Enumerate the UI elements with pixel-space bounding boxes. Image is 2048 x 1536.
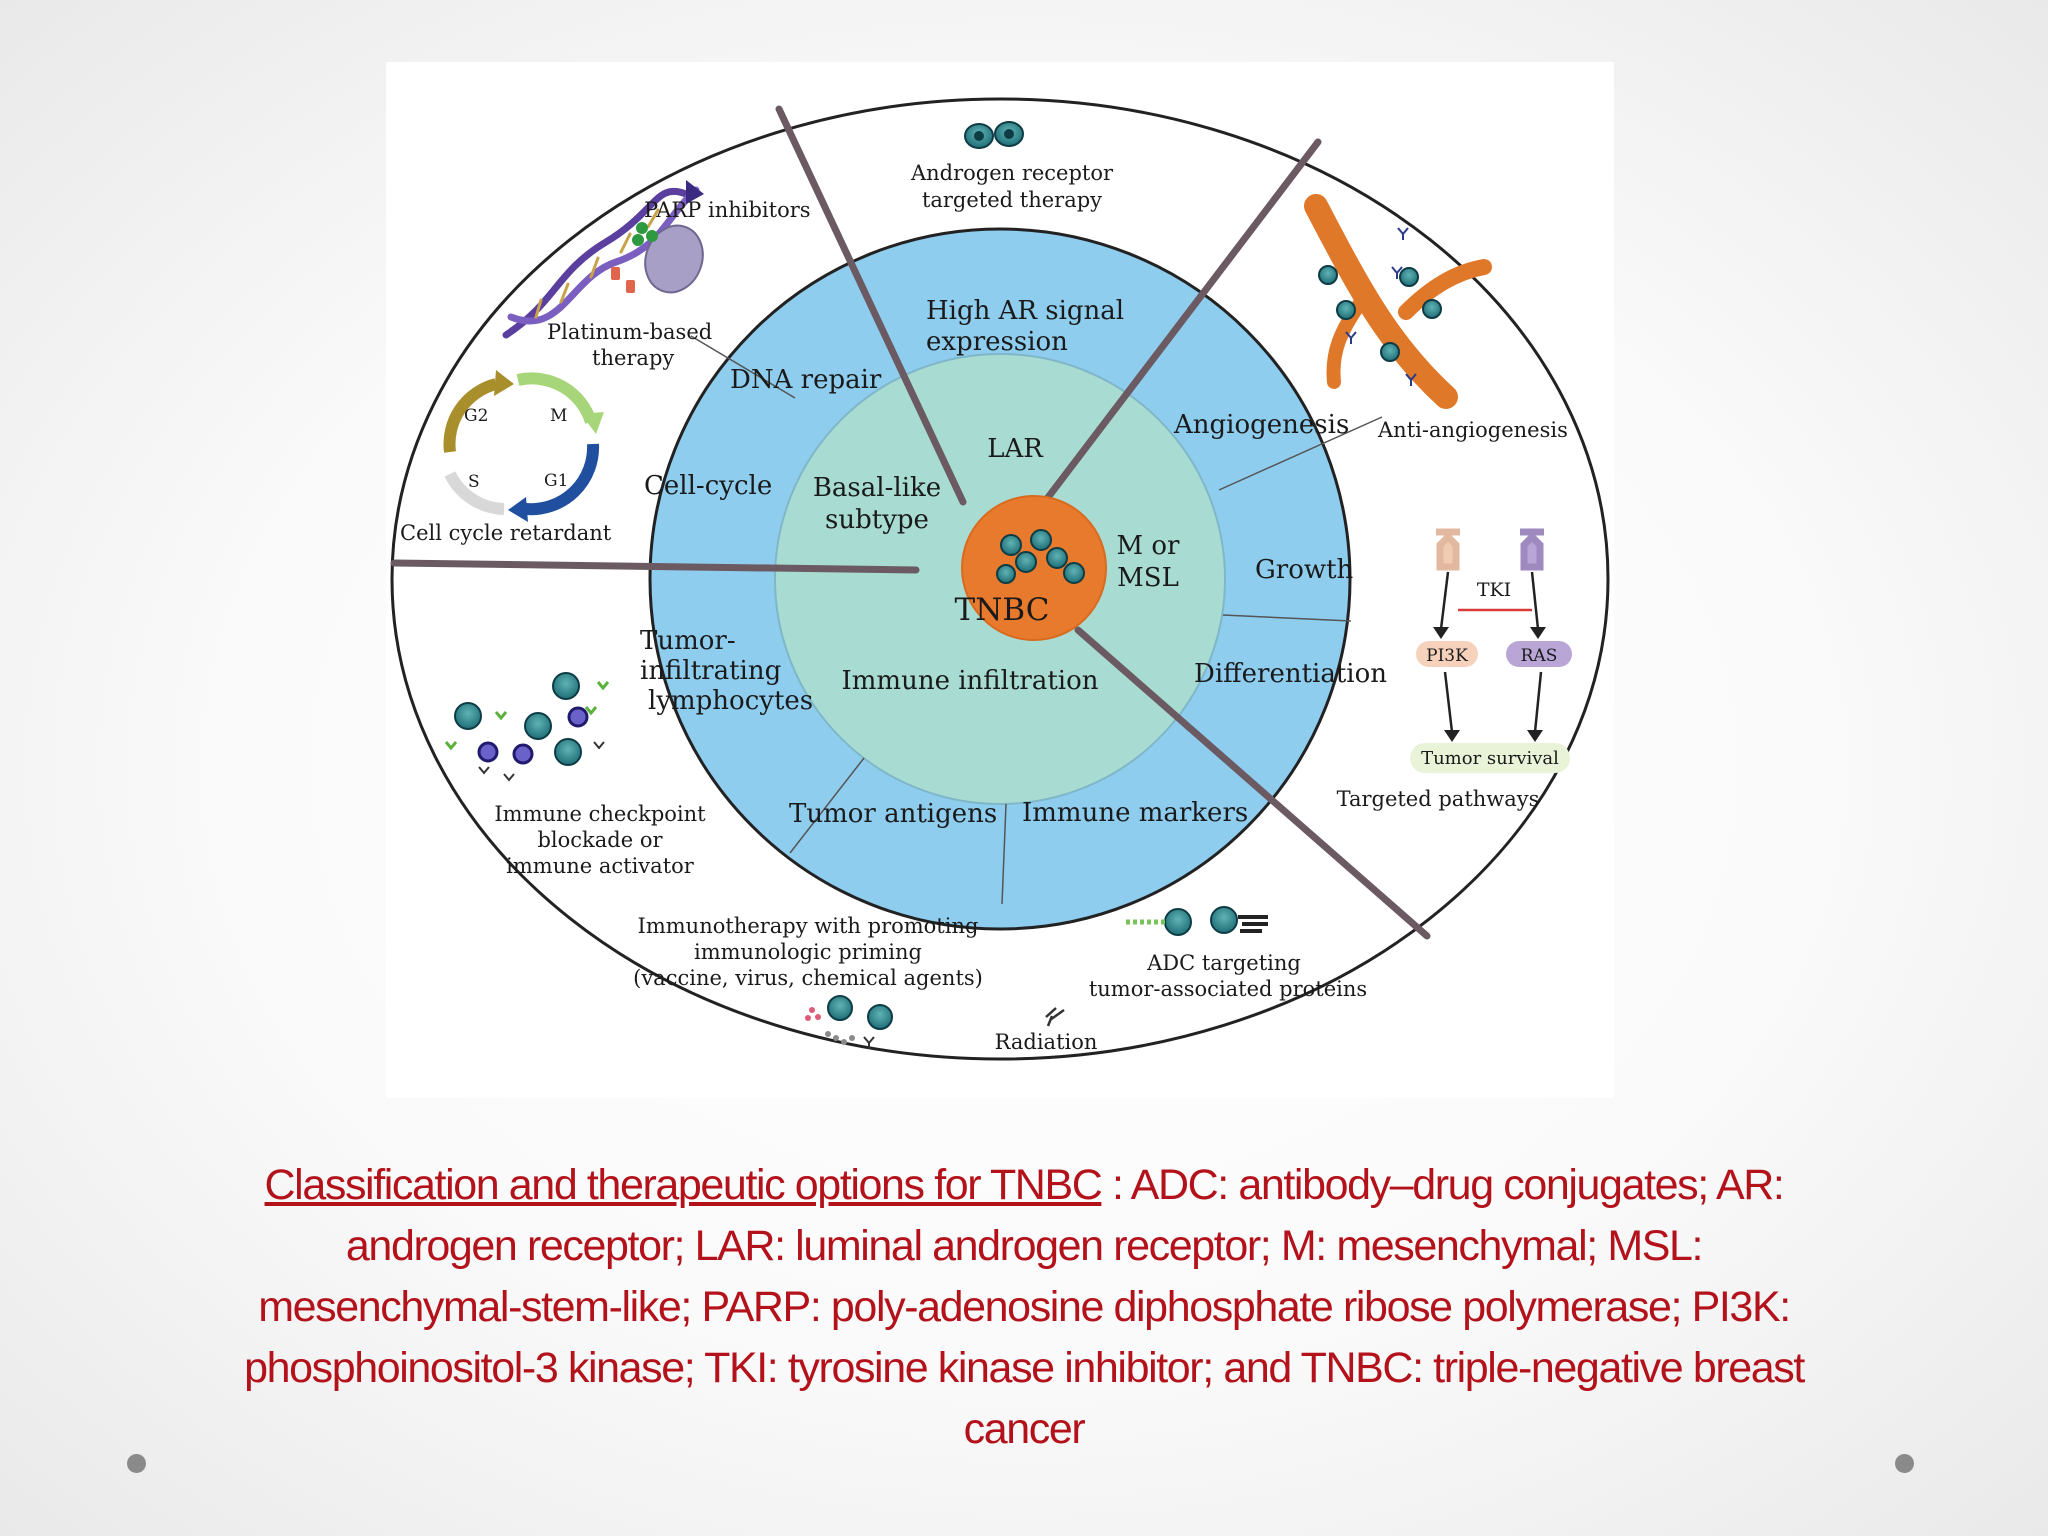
subtype-basal-1: Basal-like bbox=[813, 473, 941, 503]
feature-cell-cycle: Cell-cycle bbox=[644, 471, 772, 501]
ras-label: RAS bbox=[1521, 646, 1558, 666]
immunotherapy-cells-icon bbox=[805, 995, 893, 1049]
tnbc-cells bbox=[996, 529, 1085, 584]
cell-cycle-icon bbox=[443, 372, 600, 516]
subtype-basal-2: subtype bbox=[825, 505, 929, 535]
platinum-therapy-2: therapy bbox=[592, 346, 674, 370]
immunotherapy-label-1: Immunotherapy with promoting bbox=[638, 914, 979, 938]
tki-label: TKI bbox=[1477, 579, 1511, 601]
tumor-survival-label: Tumor survival bbox=[1421, 748, 1559, 769]
targeted-pathways-label: Targeted pathways bbox=[1337, 787, 1540, 811]
subtype-immune: Immune infiltration bbox=[842, 666, 1099, 696]
feature-high-ar-1: High AR signal bbox=[926, 296, 1124, 326]
caption-text: : ADC: antibody–drug conjugates; AR: and… bbox=[244, 1161, 1805, 1453]
antibody-marks-icon bbox=[1345, 227, 1417, 386]
feature-til-1: Tumor- bbox=[640, 626, 736, 656]
immune-checkpoint-cells-icon bbox=[444, 672, 610, 782]
platinum-therapy-1: Platinum-based bbox=[547, 320, 712, 344]
caption-title: Classification and therapeutic options f… bbox=[264, 1161, 1103, 1209]
pathway-arrowheads bbox=[1433, 627, 1546, 742]
feature-til-3: lymphocytes bbox=[648, 686, 813, 716]
tumor-survival-box bbox=[1410, 743, 1570, 773]
pathway-arrows bbox=[1439, 571, 1543, 733]
feature-growth: Growth bbox=[1255, 555, 1354, 585]
tnbc-diagram-svg: TNBC LAR Basal-like subtype M or MSL Imm… bbox=[390, 97, 1610, 1061]
anti-angiogenesis-label: Anti-angiogenesis bbox=[1377, 418, 1568, 442]
adc-label-1: ADC targeting bbox=[1146, 951, 1301, 975]
feature-high-ar-2: expression bbox=[926, 327, 1068, 357]
pi3k-box bbox=[1416, 641, 1478, 667]
checkpoint-label-1: Immune checkpoint bbox=[494, 802, 706, 826]
phase-g1: G1 bbox=[544, 471, 568, 491]
checkpoint-label-3: immune activator bbox=[506, 854, 695, 878]
tnbc-diagram-figure: TNBC LAR Basal-like subtype M or MSL Imm… bbox=[386, 62, 1614, 1098]
phase-s: S bbox=[468, 472, 480, 492]
dna-arrow-icon bbox=[686, 180, 704, 204]
pi3k-label: PI3K bbox=[1426, 646, 1468, 666]
feature-dna-repair: DNA repair bbox=[730, 365, 882, 395]
right-slide-bullet bbox=[1895, 1454, 1914, 1473]
parp-inhibitor-dots-icon bbox=[632, 222, 658, 246]
vessel-cells-icon bbox=[1318, 265, 1442, 362]
feature-immune-markers: Immune markers bbox=[1022, 798, 1248, 828]
figure-caption: Classification and therapeutic options f… bbox=[240, 1155, 1808, 1460]
phase-m: M bbox=[550, 406, 567, 426]
feature-angiogenesis: Angiogenesis bbox=[1173, 410, 1349, 440]
checkpoint-label-2: blockade or bbox=[537, 828, 663, 852]
feature-tumor-antigens: Tumor antigens bbox=[789, 799, 997, 829]
cell-cycle-arrowheads-icon bbox=[494, 370, 604, 522]
feature-differentiation: Differentiation bbox=[1194, 659, 1387, 689]
cell-cycle-retardant-label: Cell cycle retardant bbox=[400, 521, 612, 545]
radiation-icon bbox=[1045, 1007, 1065, 1027]
subtype-m-1: M or bbox=[1117, 531, 1181, 561]
spokes bbox=[390, 105, 1431, 940]
tnbc-label: TNBC bbox=[955, 592, 1050, 628]
adc-label-2: tumor-associated proteins bbox=[1089, 977, 1367, 1001]
phase-g2: G2 bbox=[464, 406, 488, 426]
middle-ring-dividers bbox=[690, 335, 1383, 905]
ras-box bbox=[1506, 641, 1572, 667]
left-slide-bullet bbox=[127, 1454, 146, 1473]
feature-til-2: infiltrating bbox=[640, 656, 781, 686]
parp-enzyme-icon bbox=[644, 224, 704, 294]
immunotherapy-label-3: (vaccine, virus, chemical agents) bbox=[633, 966, 983, 990]
platinum-drug-icon bbox=[611, 267, 635, 293]
androgen-therapy-1: Androgen receptor bbox=[910, 161, 1114, 185]
radiation-label: Radiation bbox=[995, 1030, 1098, 1054]
adc-icon bbox=[1126, 906, 1268, 936]
dna-helix-icon bbox=[502, 186, 700, 339]
subtype-lar: LAR bbox=[987, 434, 1044, 464]
androgen-therapy-2: targeted therapy bbox=[922, 188, 1102, 212]
immunotherapy-label-2: immunologic priming bbox=[694, 940, 922, 964]
subtype-m-2: MSL bbox=[1117, 563, 1179, 593]
receptor-icons bbox=[1436, 528, 1544, 571]
parp-inhibitors-label: PARP inhibitors bbox=[644, 198, 811, 222]
androgen-cell-icon bbox=[964, 121, 1024, 149]
